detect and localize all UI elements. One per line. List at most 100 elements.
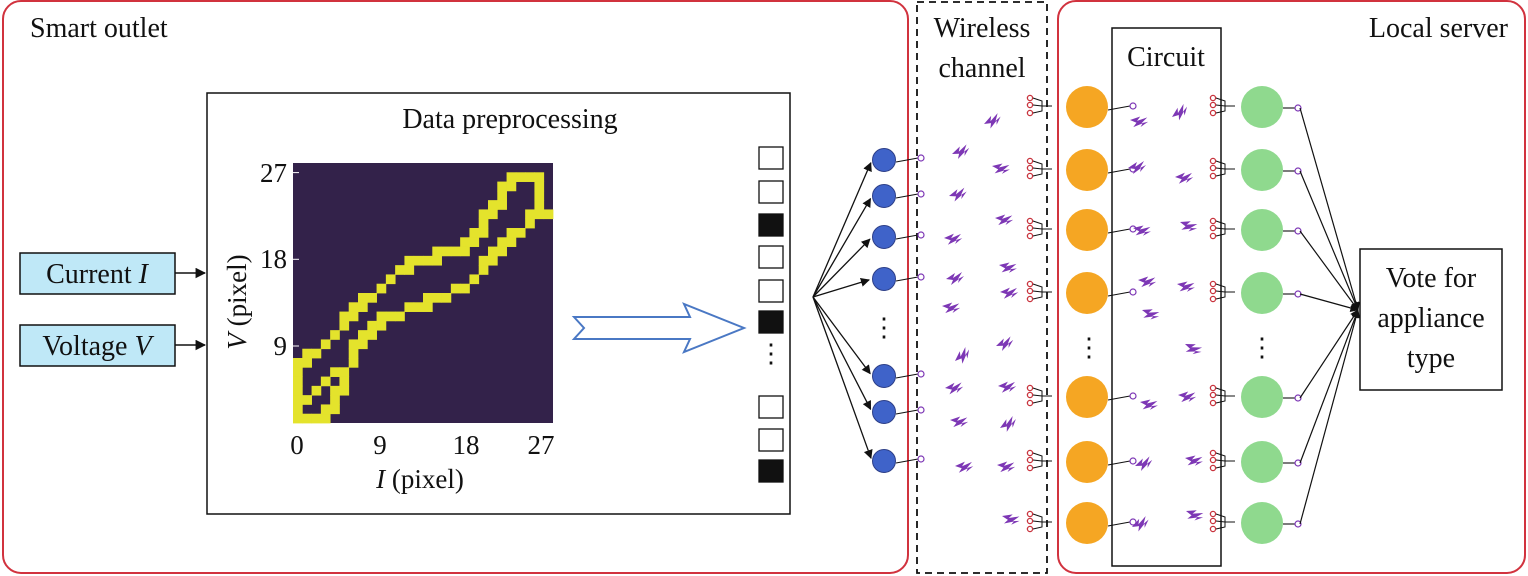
switch-lever <box>1032 220 1052 237</box>
trajectory-pixel <box>534 200 545 210</box>
trajectory-pixel <box>320 404 331 415</box>
wireless-signal-icon <box>944 233 963 245</box>
vote-line-2: appliance <box>1377 303 1484 334</box>
trajectory-pixel <box>478 255 489 266</box>
output-node-terminal <box>1294 104 1302 112</box>
switch-contact <box>1209 449 1217 457</box>
switch-symbol <box>1209 384 1235 407</box>
switch-contact <box>1209 280 1217 288</box>
input-node-terminal <box>917 455 925 463</box>
hidden-node <box>1066 376 1108 418</box>
output-node-terminal <box>1294 167 1302 175</box>
trajectory-pixel <box>497 237 507 247</box>
switch-contact <box>1026 399 1034 407</box>
trajectory-pixel <box>478 265 489 275</box>
switch-symbol <box>1209 280 1235 303</box>
switch-symbol <box>1026 384 1052 407</box>
trajectory-pixel <box>478 209 489 220</box>
vote-line-1: Vote for <box>1386 263 1477 294</box>
circuit-label: Circuit <box>1127 42 1205 73</box>
input-node-stub <box>895 276 919 282</box>
trajectory-pixel <box>525 209 535 220</box>
trajectory-pixel <box>339 311 350 322</box>
switch-contact <box>1209 287 1217 295</box>
trajectory-pixel <box>534 181 545 192</box>
switch-lever <box>1032 513 1052 530</box>
trajectory-pixels <box>293 172 554 424</box>
wireless-signal-icon <box>997 461 1016 473</box>
trajectory-pixel <box>311 413 322 424</box>
switch-contact <box>1209 217 1217 225</box>
node-wires <box>895 102 1361 528</box>
vector-cell-empty <box>758 395 784 419</box>
fan-out-arrow <box>812 296 871 375</box>
switch-contact <box>1209 517 1217 525</box>
local-server-panel <box>1057 0 1526 574</box>
switch-symbol <box>1026 280 1052 303</box>
output-node <box>1241 441 1283 483</box>
switch-symbol <box>1026 510 1052 533</box>
switch-contact <box>1209 510 1217 518</box>
output-nodes <box>1241 86 1283 544</box>
wireless-signal-icon <box>942 302 961 314</box>
trajectory-pixel <box>515 172 526 182</box>
switch-contact <box>1209 101 1217 109</box>
switch-contact <box>1026 157 1034 165</box>
hidden-node-stub <box>1107 168 1131 174</box>
output-nodes-ellipsis: ⋮ <box>1249 333 1275 362</box>
trajectory-pixel <box>423 293 433 303</box>
trajectory-pixel <box>302 413 312 424</box>
switch-contact <box>1209 172 1217 180</box>
fan-out-arrow <box>812 296 873 460</box>
trajectory-pixel <box>478 228 489 238</box>
hidden-node <box>1066 502 1108 544</box>
hidden-node-stub <box>1107 460 1131 466</box>
switch-symbol <box>1209 157 1235 180</box>
input-node <box>872 225 896 249</box>
y-axis-label: V (pixel) <box>222 254 252 349</box>
output-node-terminal <box>1294 520 1302 528</box>
vote-arrow <box>1299 107 1360 311</box>
trajectory-pixel <box>506 172 517 182</box>
fan-out-arrows <box>812 161 873 460</box>
switch-contact <box>1209 456 1217 464</box>
switch-contact <box>1026 94 1034 102</box>
trajectory-pixel <box>348 339 359 350</box>
trajectory-pixel <box>506 228 517 238</box>
wireless-signal-icon <box>950 416 969 428</box>
trajectory-pixel <box>376 283 387 294</box>
output-node-terminal <box>1294 459 1302 467</box>
x-tick-label: 9 <box>373 430 387 460</box>
trajectory-pixel <box>293 385 303 396</box>
wireless-signal-icon <box>1130 116 1149 128</box>
vector-cell-empty <box>758 428 784 452</box>
switch-contact <box>1026 164 1034 172</box>
trajectory-pixel <box>320 413 331 424</box>
switch-lever <box>1215 452 1235 469</box>
vote-box <box>1359 248 1503 391</box>
switch-lever <box>1032 387 1052 404</box>
trajectory-pixel <box>525 172 535 182</box>
output-node <box>1241 209 1283 251</box>
trajectory-pixel <box>339 376 350 387</box>
input-node-terminal <box>917 370 925 378</box>
wireless-channel-label-line2: channel <box>938 53 1025 84</box>
switch-lever <box>1032 97 1052 114</box>
input-node <box>872 449 896 473</box>
trajectory-pixel <box>497 200 507 210</box>
wireless-signal-icon <box>1000 415 1016 432</box>
y-axis-unit: (pixel) <box>222 254 252 333</box>
trajectory-pixel <box>469 274 480 285</box>
switch-lever <box>1215 220 1235 237</box>
switch-lever <box>1215 160 1235 177</box>
x-axis-unit: (pixel) <box>385 464 464 494</box>
switch-contact <box>1026 391 1034 399</box>
trajectory-pixel <box>469 228 480 238</box>
trajectory-pixel <box>450 283 461 294</box>
fan-out-arrow <box>812 161 872 298</box>
trajectory-pixel <box>293 376 303 387</box>
trajectory-pixel <box>330 395 340 405</box>
switch-symbol <box>1026 157 1052 180</box>
local-server-label: Local server <box>1369 13 1509 44</box>
hidden-node-stub <box>1107 228 1131 234</box>
